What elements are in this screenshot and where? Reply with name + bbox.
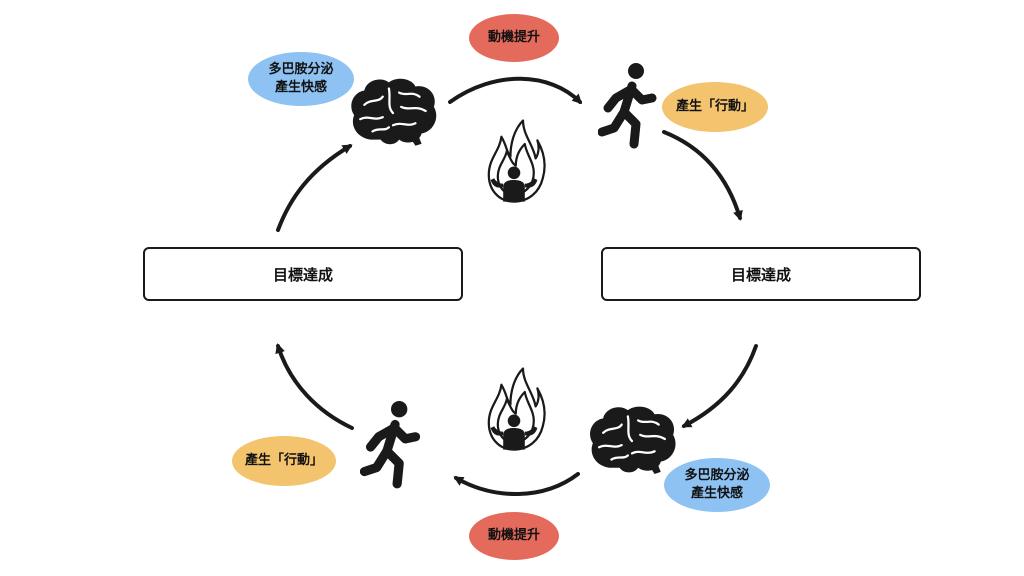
dopamine-label-line1: 多巴胺分泌	[268, 62, 334, 78]
motivation-label: 動機提升	[487, 528, 540, 544]
arrow-icon	[276, 144, 353, 232]
arrow-icon	[681, 344, 758, 428]
action-label: 產生「行動」	[675, 99, 754, 115]
action-bubble-bottom: 產生「行動」	[232, 436, 336, 486]
dopamine-label-line2: 產生快感	[690, 486, 743, 501]
brain-icon	[350, 77, 438, 147]
arrow-icon	[275, 343, 354, 430]
brain-icon	[588, 405, 677, 476]
action-bubble-top: 產生「行動」	[662, 82, 768, 132]
goal-label: 目標達成	[730, 265, 791, 284]
arrow-icon	[662, 130, 743, 221]
runner-icon	[364, 401, 415, 484]
goal-label: 目標達成	[272, 265, 333, 284]
motivation-bubble-top: 動機提升	[469, 14, 559, 62]
flame-person-icon	[487, 367, 546, 451]
goal-box-left: 目標達成	[143, 247, 463, 301]
dopamine-label-line1: 多巴胺分泌	[684, 468, 750, 484]
runner-icon	[602, 63, 652, 144]
arrow-icon	[453, 472, 580, 496]
dopamine-label-line2: 產生快感	[274, 80, 327, 95]
goal-box-right: 目標達成	[601, 247, 921, 301]
motivation-label: 動機提升	[487, 30, 540, 46]
motivation-bubble-bottom: 動機提升	[469, 512, 559, 560]
action-label: 產生「行動」	[244, 453, 323, 469]
arrow-icon	[448, 76, 583, 105]
dopamine-bubble-top: 多巴胺分泌 產生快感	[248, 52, 354, 106]
flame-person-icon	[487, 119, 546, 203]
dopamine-bubble-bottom: 多巴胺分泌 產生快感	[664, 458, 770, 512]
